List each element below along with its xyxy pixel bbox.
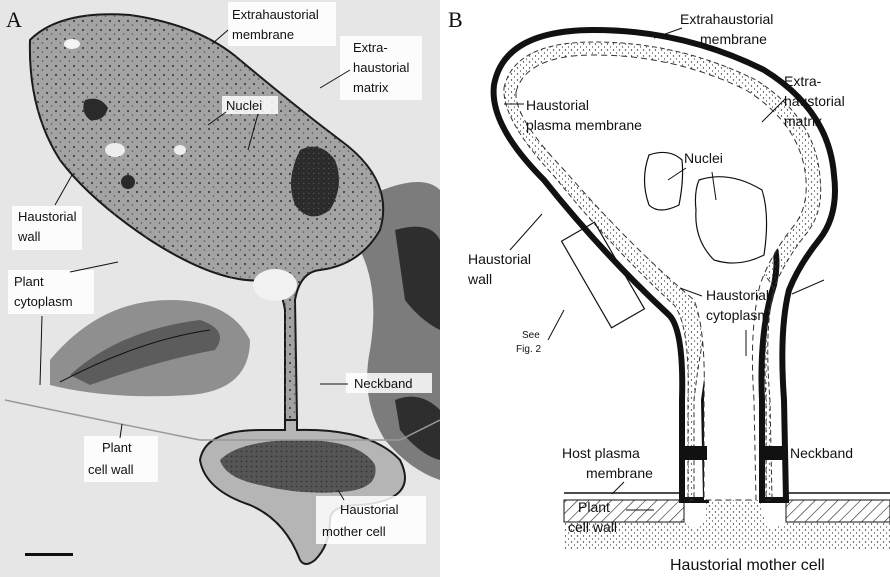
label-b-haustorial-wall-1: Haustorial <box>468 251 531 267</box>
panel-b-schematic: B Extrahaustorial membrane Extra- hausto… <box>444 0 890 577</box>
dark-granule <box>121 175 135 189</box>
panel-a-micrograph: A Extrahaustorial membrane Extra- hausto… <box>0 0 440 577</box>
label-b-haustorial-plasma-membrane-1: Haustorial <box>526 97 589 113</box>
label-b-neckband: Neckband <box>790 445 853 461</box>
label-a-extrahaustorial-matrix-1: Extra- <box>353 40 388 55</box>
label-a-haustorial-mother-cell-1: Haustorial <box>340 502 399 517</box>
label-b-see-fig-2: Fig. 2 <box>516 344 541 355</box>
vesicle-2 <box>174 145 186 155</box>
label-a-plant-cell-wall-2: cell wall <box>88 462 134 477</box>
label-b-extrahaustorial-membrane-2: membrane <box>700 31 767 47</box>
label-a-nuclei: Nuclei <box>226 98 262 113</box>
plant-cell-wall-right <box>786 500 890 522</box>
scale-bar <box>25 553 73 556</box>
label-b-extrahaustorial-matrix-1: Extra- <box>784 73 822 89</box>
label-b-extrahaustorial-matrix-2: haustorial <box>784 93 845 109</box>
neckband-left <box>681 446 707 460</box>
label-b-haustorial-cytoplasm-2: cytoplasm <box>706 307 769 323</box>
label-b-haustorial-wall-2: wall <box>467 271 492 287</box>
label-b-haustorial-mother-cell: Haustorial mother cell <box>670 557 825 574</box>
label-b-plant-cell-wall-1: Plant <box>578 499 610 515</box>
label-a-plant-cytoplasm-2: cytoplasm <box>14 294 73 309</box>
vesicle-neck <box>253 269 297 301</box>
label-b-see-fig-1: See <box>522 330 540 341</box>
panel-letter-b: B <box>448 7 463 32</box>
label-b-host-plasma-membrane-1: Host plasma <box>562 445 640 461</box>
neckband-right <box>761 446 787 460</box>
label-a-plant-cell-wall-1: Plant <box>102 440 132 455</box>
label-a-extrahaustorial-membrane-2: membrane <box>232 27 294 42</box>
label-a-haustorial-wall-2: wall <box>17 229 41 244</box>
vesicle-3 <box>64 39 80 49</box>
label-a-neckband: Neckband <box>354 376 413 391</box>
micrograph-figure: A Extrahaustorial membrane Extra- hausto… <box>0 0 440 577</box>
label-a-extrahaustorial-matrix-2: haustorial <box>353 60 409 75</box>
label-b-nuclei: Nuclei <box>684 150 723 166</box>
nucleus-texture-1 <box>291 147 339 217</box>
label-a-haustorial-wall-1: Haustorial <box>18 209 77 224</box>
label-b-haustorial-plasma-membrane-2: plasma membrane <box>526 117 642 133</box>
label-b-haustorial-cytoplasm-1: Haustorial <box>706 287 769 303</box>
label-a-extrahaustorial-matrix-3: matrix <box>353 80 389 95</box>
label-b-plant-cell-wall-2: cell wall <box>568 519 617 535</box>
vesicle-1 <box>105 143 125 157</box>
label-a-haustorial-mother-cell-2: mother cell <box>322 524 386 539</box>
schematic-figure: B Extrahaustorial membrane Extra- hausto… <box>444 0 890 577</box>
panel-letter-a: A <box>6 7 22 32</box>
label-b-extrahaustorial-matrix-3: matrix <box>784 113 822 129</box>
label-a-plant-cytoplasm-1: Plant <box>14 274 44 289</box>
label-b-extrahaustorial-membrane-1: Extrahaustorial <box>680 11 773 27</box>
label-b-host-plasma-membrane-2: membrane <box>586 465 653 481</box>
label-a-extrahaustorial-membrane-1: Extrahaustorial <box>232 7 319 22</box>
